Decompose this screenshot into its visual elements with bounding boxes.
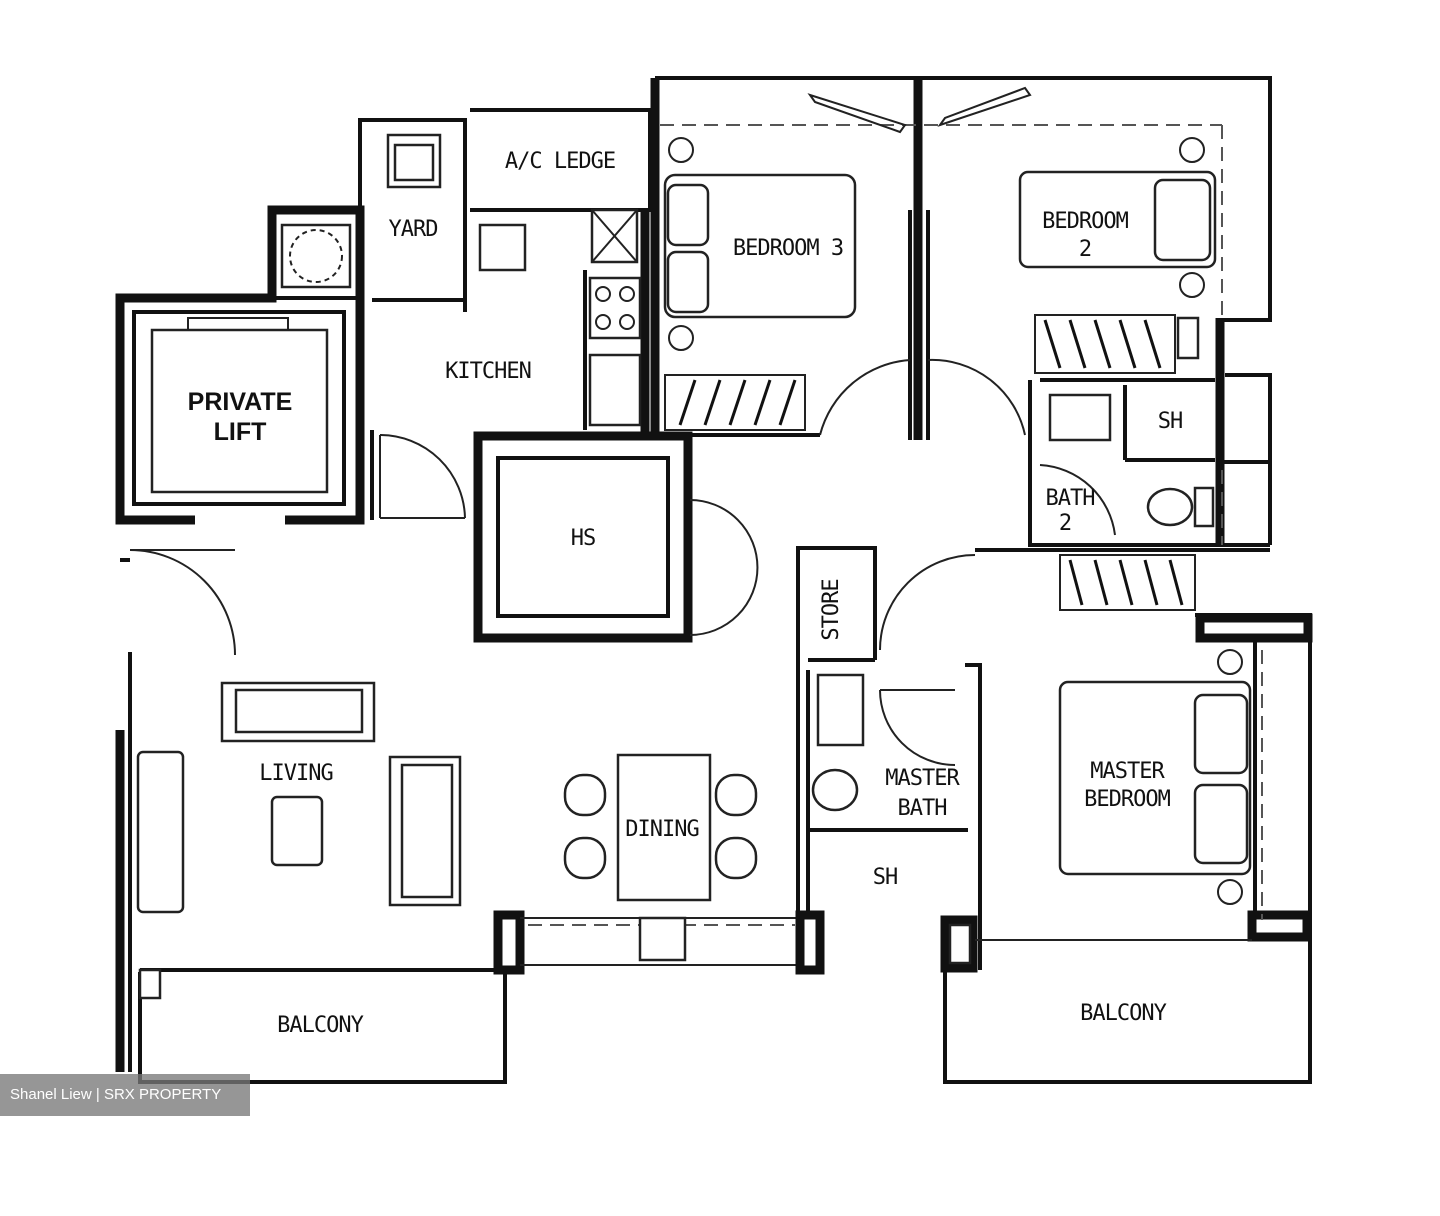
label-bedroom-3: BEDROOM 3 xyxy=(733,236,843,261)
label-ac-ledge: A/C LEDGE xyxy=(505,149,615,174)
label-master-bath-2: BATH xyxy=(898,796,947,821)
label-master-bath-1: MASTER xyxy=(885,766,960,791)
furniture xyxy=(136,133,1252,1000)
wardrobes xyxy=(664,314,1196,611)
label-private-lift-1: PRIVATE xyxy=(188,388,293,416)
label-private-lift-2: LIFT xyxy=(214,418,267,446)
label-bath-2-2: 2 xyxy=(1059,511,1071,536)
label-living: LIVING xyxy=(259,761,332,786)
label-master-bedroom-1: MASTER xyxy=(1090,759,1165,784)
label-balcony-right: BALCONY xyxy=(1080,1001,1166,1026)
label-sh-bath2: SH xyxy=(1158,409,1183,434)
label-store: STORE xyxy=(819,579,844,640)
label-bedroom-2-1: BEDROOM xyxy=(1042,209,1128,234)
label-kitchen: KITCHEN xyxy=(445,359,531,384)
label-dining: DINING xyxy=(625,817,698,842)
label-balcony-left: BALCONY xyxy=(277,1013,363,1038)
watermark: Shanel Liew | SRX PROPERTY xyxy=(0,1074,250,1116)
label-hs: HS xyxy=(571,526,596,551)
label-yard: YARD xyxy=(389,217,438,242)
room-labels: A/C LEDGE YARD KITCHEN PRIVATE LIFT BEDR… xyxy=(188,149,1184,1038)
doors xyxy=(129,86,1116,766)
walls xyxy=(115,76,1313,1084)
label-master-bedroom-2: BEDROOM xyxy=(1084,787,1170,812)
dashed-lines xyxy=(528,124,1263,926)
label-bedroom-2-2: 2 xyxy=(1079,237,1091,262)
label-sh-master: SH xyxy=(873,865,898,890)
label-bath-2-1: BATH xyxy=(1046,486,1095,511)
